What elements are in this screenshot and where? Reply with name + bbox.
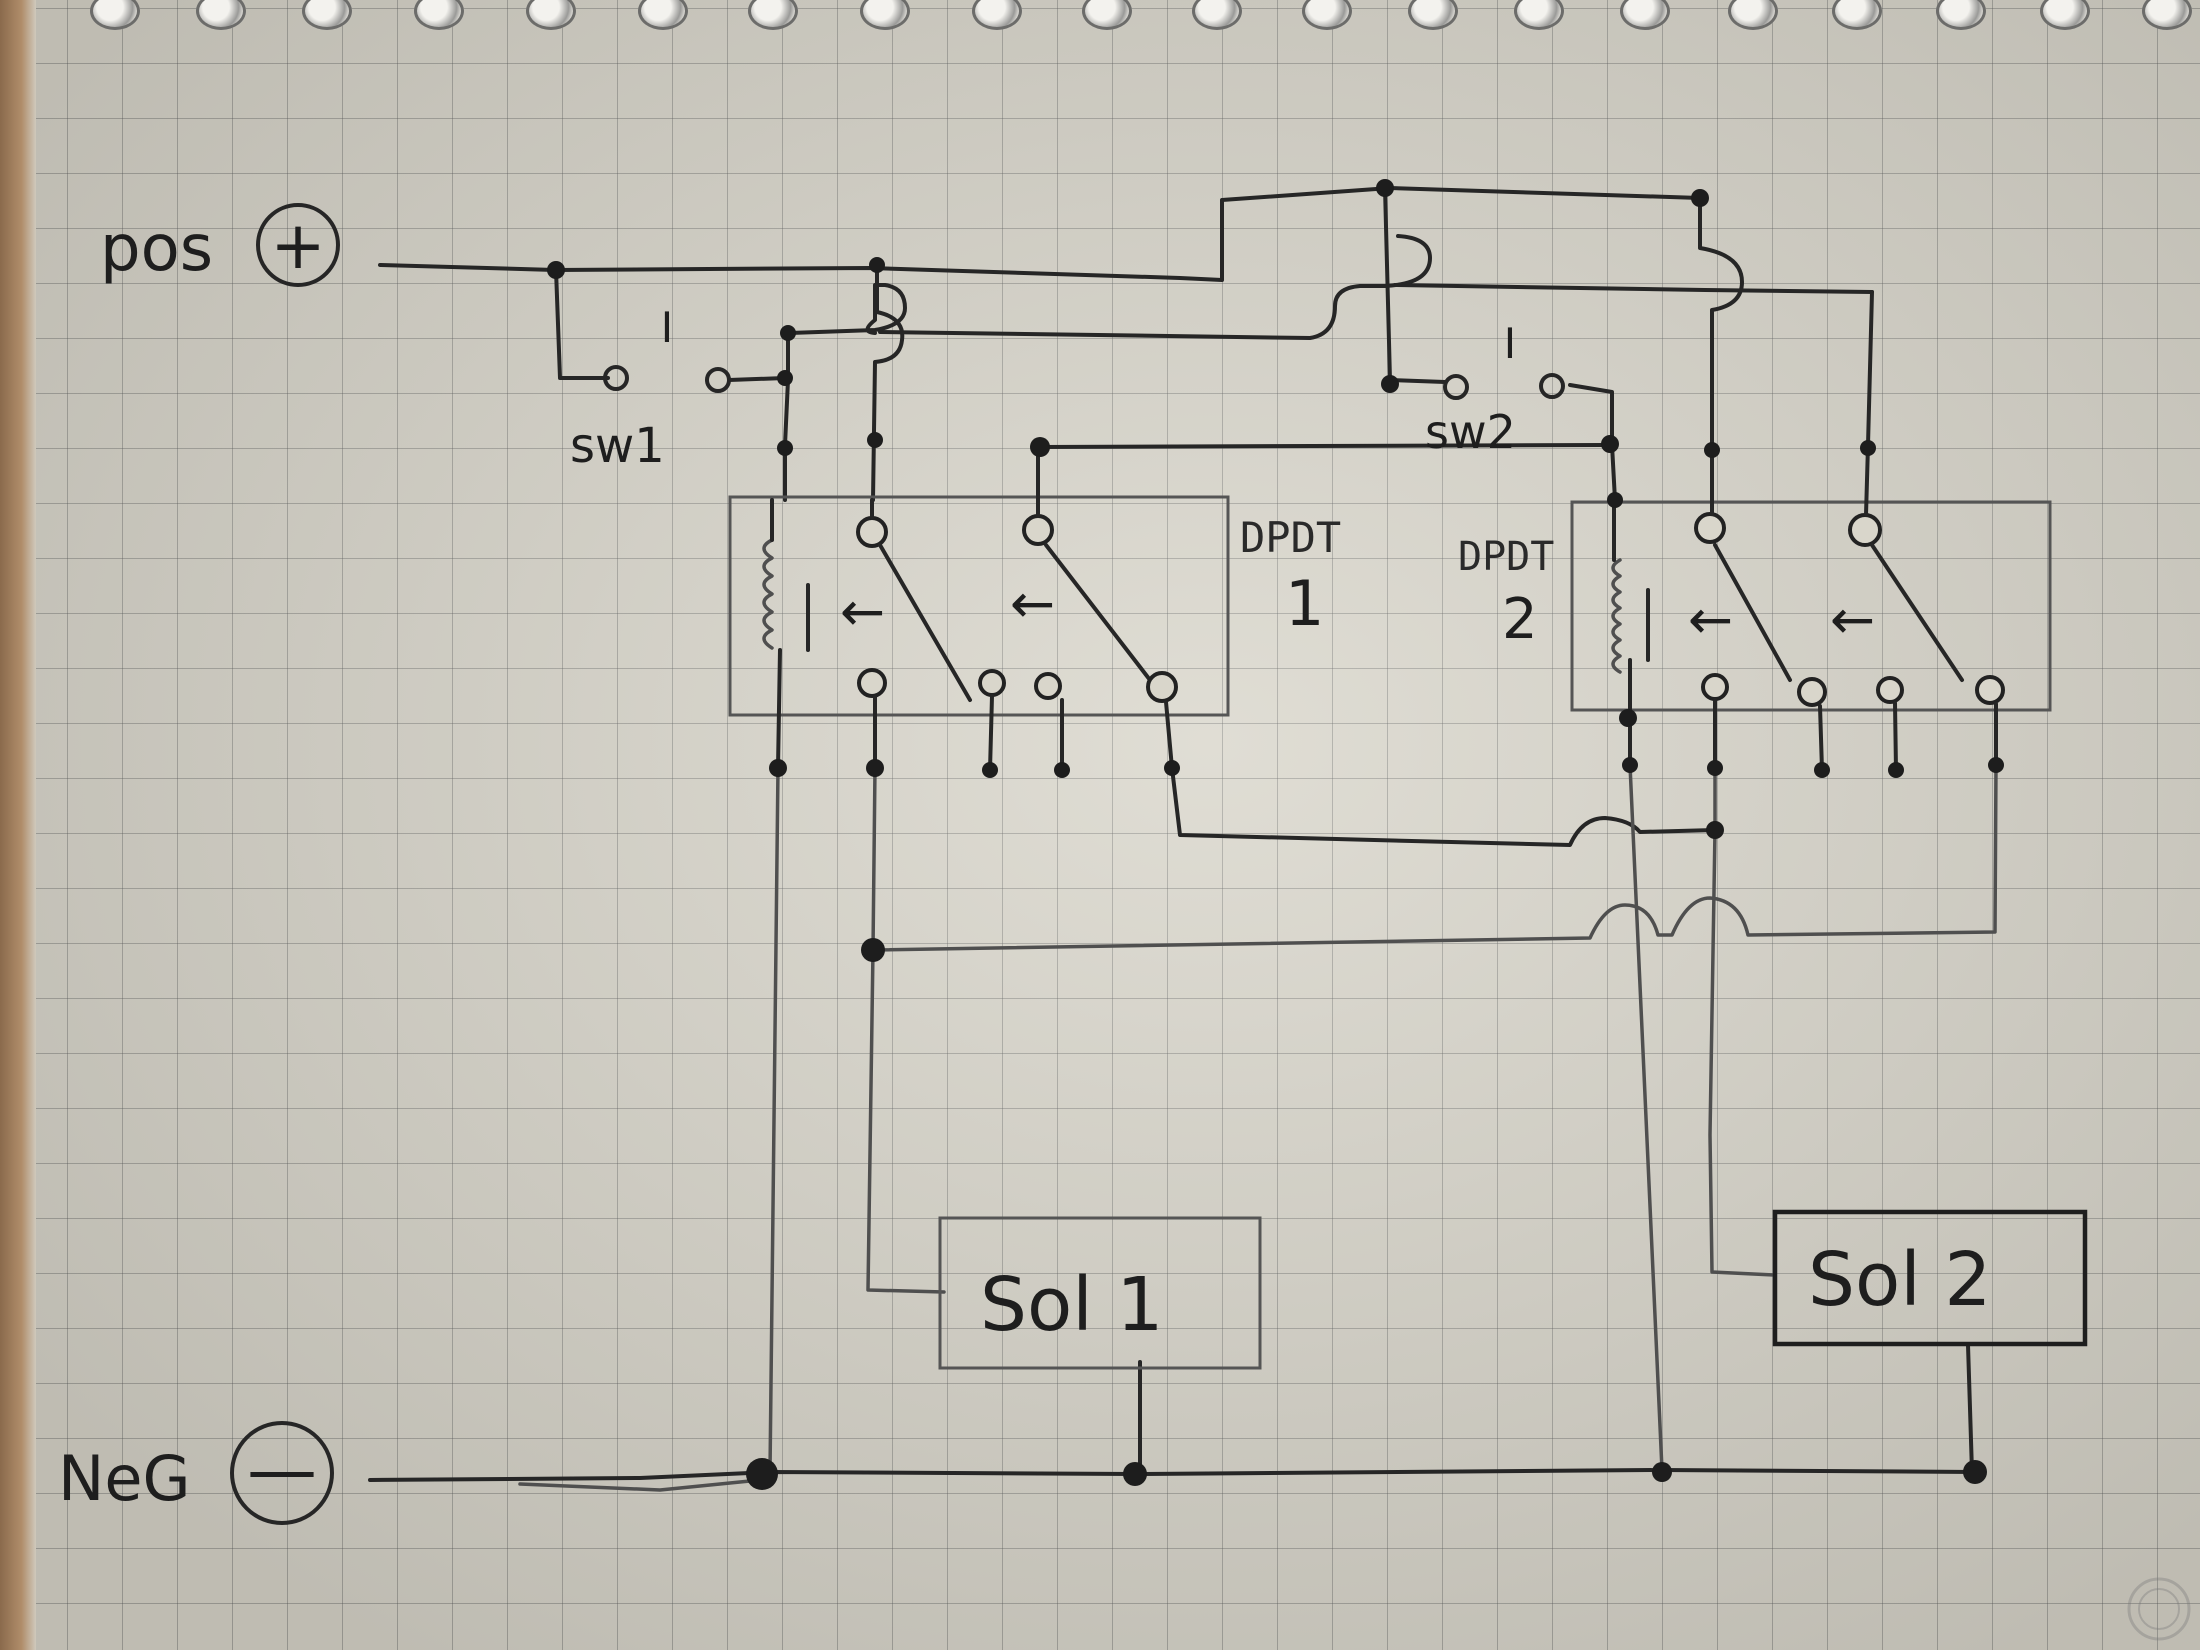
sw2-label: sw2 (1425, 405, 1516, 459)
sol2-box (1772, 1209, 2088, 1347)
pos-terminal: pos + (100, 203, 340, 287)
junction-dot (1123, 1462, 1147, 1486)
junction-dot (1860, 440, 1876, 456)
watermark-badge (2127, 1577, 2191, 1641)
junction-dot (1988, 757, 2004, 773)
junction-dot (1054, 762, 1070, 778)
neg-terminal: NeG — (58, 1421, 334, 1525)
dpdt1-box (728, 495, 1230, 717)
sw2-switch: I sw2 (1388, 319, 1565, 459)
junction-dot (1963, 1460, 1987, 1484)
dpdt1-no-2 (1146, 671, 1178, 703)
sol1-box (938, 1216, 1262, 1370)
dpdt2-no-2 (1975, 675, 2005, 705)
sol2: Sol 2 (1772, 1209, 2088, 1347)
lower-wiring (368, 763, 1998, 1492)
junction-dot (1601, 435, 1619, 453)
sw1-switch: I sw1 (570, 303, 787, 474)
junction-dot (869, 257, 885, 273)
junction-dot (1381, 375, 1399, 393)
junction-dot (1704, 442, 1720, 458)
junction-dot (777, 440, 793, 456)
sw1-contact-right (705, 367, 731, 393)
junction-dot (769, 759, 787, 777)
dpdt2-common-1 (1694, 512, 1726, 544)
dpdt1-no-1 (978, 669, 1006, 697)
neg-circle (230, 1421, 334, 1525)
junction-dot (1707, 760, 1723, 776)
dpdt1-nc-2 (1034, 672, 1062, 700)
dpdt1-arrow-1: ← (840, 580, 885, 643)
sw2-contact-right (1539, 373, 1565, 399)
junction-dot (777, 370, 793, 386)
junction-dot (1622, 757, 1638, 773)
dpdt2-no-1 (1797, 677, 1827, 707)
dpdt2-arrow-2: ← (1830, 588, 1875, 651)
junction-dot (1652, 1462, 1672, 1482)
dpdt2-arrow-1: ← (1688, 588, 1733, 651)
dpdt2-common-2 (1848, 513, 1882, 547)
sol2-label: Sol 2 (1808, 1237, 1991, 1323)
junction-dot (1619, 709, 1637, 727)
pos-symbol: + (270, 207, 325, 284)
pos-label: pos (100, 212, 213, 286)
junction-dot (982, 762, 998, 778)
junction-dot (1888, 762, 1904, 778)
junction-dot (866, 759, 884, 777)
dpdt1-label: DPDT (1240, 513, 1341, 562)
sw1-label: sw1 (570, 418, 665, 474)
sw2-contact-left (1443, 374, 1469, 400)
junction-dot (547, 261, 565, 279)
dpdt1-common-1 (856, 516, 888, 548)
junction-dot (1030, 437, 1050, 457)
dpdt1-relay: ← ← DPDT 1 (728, 445, 1341, 772)
sol1: Sol 1 (938, 1216, 1262, 1370)
dpdt2-number: 2 (1502, 587, 1538, 652)
dpdt2-relay: ← ← DPDT 2 (1458, 443, 2052, 772)
pos-circle (256, 203, 340, 287)
junction-dot (867, 432, 883, 448)
dpdt1-number: 1 (1285, 567, 1324, 640)
dpdt2-nc-1 (1701, 673, 1729, 701)
junction-dot (1164, 760, 1180, 776)
dpdt2-label: DPDT (1458, 534, 1554, 580)
junction-dot (1607, 492, 1623, 508)
sol1-label: Sol 1 (980, 1262, 1163, 1348)
junction-dot (746, 1458, 778, 1490)
neg-label: NeG (58, 1442, 191, 1515)
sw1-contact-left (603, 365, 629, 391)
junction-dot (1376, 179, 1394, 197)
desk-edge (0, 0, 36, 1650)
positive-wiring (378, 186, 1874, 502)
junction-dots (547, 179, 2004, 1490)
dpdt2-box (1570, 500, 2052, 712)
junction-dot (861, 938, 885, 962)
sw2-symbol: I (1504, 319, 1516, 368)
sw1-symbol: I (661, 303, 673, 352)
neg-symbol: — (247, 1429, 317, 1511)
junction-dot (780, 325, 796, 341)
dpdt1-common-2 (1022, 514, 1054, 546)
dpdt2-nc-2 (1876, 676, 1904, 704)
junction-dot (1814, 762, 1830, 778)
dpdt1-arrow-2: ← (1010, 572, 1055, 635)
junction-dot (1691, 189, 1709, 207)
junction-dot (1706, 821, 1724, 839)
dpdt1-nc-1 (857, 668, 887, 698)
